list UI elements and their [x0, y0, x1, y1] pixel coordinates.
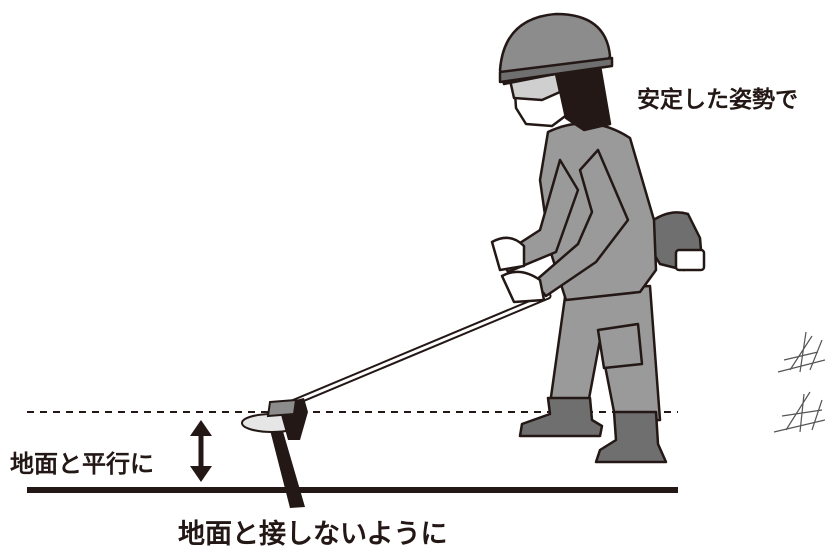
grass-tufts [773, 331, 825, 433]
parallel-to-ground-label: 地面と平行に [10, 450, 154, 478]
pointer-wedge [270, 428, 305, 508]
stable-posture-label: 安定した姿勢で [637, 87, 798, 113]
cutter-head [241, 398, 308, 440]
not-touching-ground-label: 地面と接しないように [178, 519, 448, 550]
height-arrow [190, 420, 212, 482]
worker-figure [490, 12, 706, 464]
